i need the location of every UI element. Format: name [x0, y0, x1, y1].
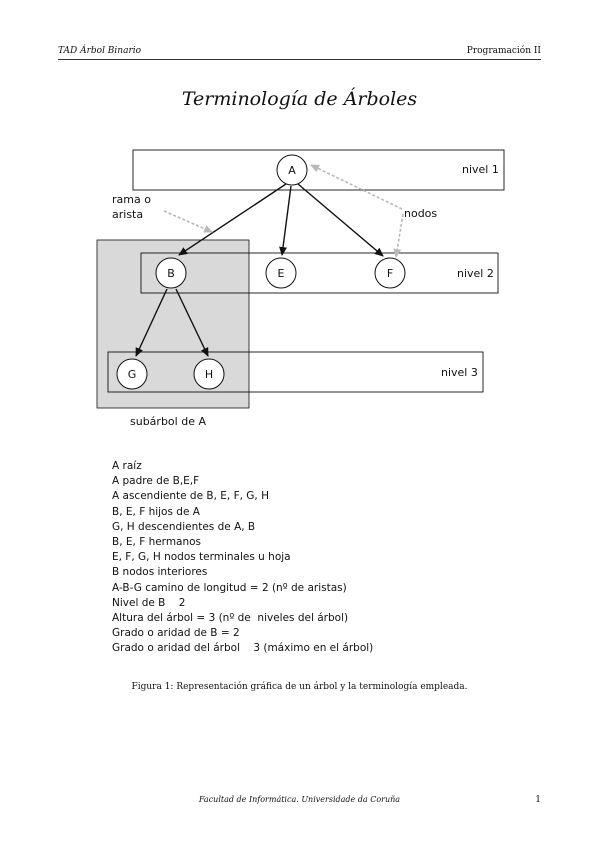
- edge-a-e: [279, 185, 292, 256]
- level-3-box: [107, 351, 484, 393]
- nodos-label: nodos: [404, 207, 437, 220]
- nodos-pointer-to-a: [310, 164, 403, 210]
- edge-b-h: [175, 288, 209, 357]
- node-g: G: [116, 358, 148, 390]
- node-f: F: [374, 257, 406, 289]
- svg-text:H: H: [205, 368, 213, 381]
- term-item: Grado o aridad de B = 2: [112, 627, 240, 640]
- term-item: A ascendiente de B, E, F, G, H: [112, 490, 269, 503]
- edge-b-g: [135, 288, 168, 357]
- page-number: 1: [535, 795, 541, 805]
- term-item: A raíz: [112, 460, 142, 472]
- edge-a-f: [297, 183, 384, 257]
- svg-text:G: G: [128, 368, 137, 381]
- running-header-right: Programación II: [466, 46, 541, 56]
- term-item: E, F, G, H nodos terminales u hoja: [112, 551, 291, 564]
- term-item: B nodos interiores: [112, 566, 208, 579]
- node-a: A: [276, 154, 308, 186]
- svg-text:B: B: [167, 267, 175, 280]
- rama-pointer-arrow: [163, 210, 213, 233]
- node-e: E: [265, 257, 297, 289]
- svg-text:A: A: [288, 164, 296, 177]
- rama-label-line1: rama o: [112, 193, 151, 206]
- term-item: A-B-G camino de longitud = 2 (nº de aris…: [112, 581, 347, 594]
- svg-text:F: F: [387, 267, 393, 280]
- term-item: B, E, F hermanos: [112, 536, 202, 549]
- term-item: Nivel de B 2: [112, 596, 186, 609]
- edge-a-b: [178, 183, 287, 256]
- term-item: Altura del árbol = 3 (nº de niveles del …: [112, 612, 349, 625]
- running-header-left: TAD Árbol Binario: [58, 46, 142, 56]
- node-h: H: [193, 358, 225, 390]
- level-3-label: nivel 3: [441, 366, 478, 379]
- terminology-list: A raíz A padre de B,E,F A ascendiente de…: [112, 459, 373, 657]
- term-item: Grado o aridad del árbol 3 (máximo en el…: [112, 642, 374, 655]
- term-item: A padre de B,E,F: [112, 475, 200, 488]
- nodos-pointer-to-f: [393, 213, 404, 258]
- node-b: B: [155, 257, 187, 289]
- rama-label-line2: arista: [112, 208, 143, 221]
- page-title: Terminología de Árboles: [181, 88, 418, 110]
- level-2-label: nivel 2: [457, 267, 494, 280]
- term-item: G, H descendientes de A, B: [112, 520, 256, 533]
- figure-caption: Figura 1: Representación gráfica de un á…: [131, 682, 468, 692]
- page-footer: Facultad de Informática. Universidade da…: [198, 795, 401, 804]
- level-2-box: [140, 252, 499, 294]
- term-item: B, E, F hijos de A: [112, 505, 200, 518]
- level-1-label: nivel 1: [462, 163, 499, 176]
- svg-text:E: E: [278, 267, 285, 280]
- level-1-box: [132, 149, 505, 191]
- subtree-label: subárbol de A: [130, 415, 206, 428]
- header-rule: [58, 59, 541, 60]
